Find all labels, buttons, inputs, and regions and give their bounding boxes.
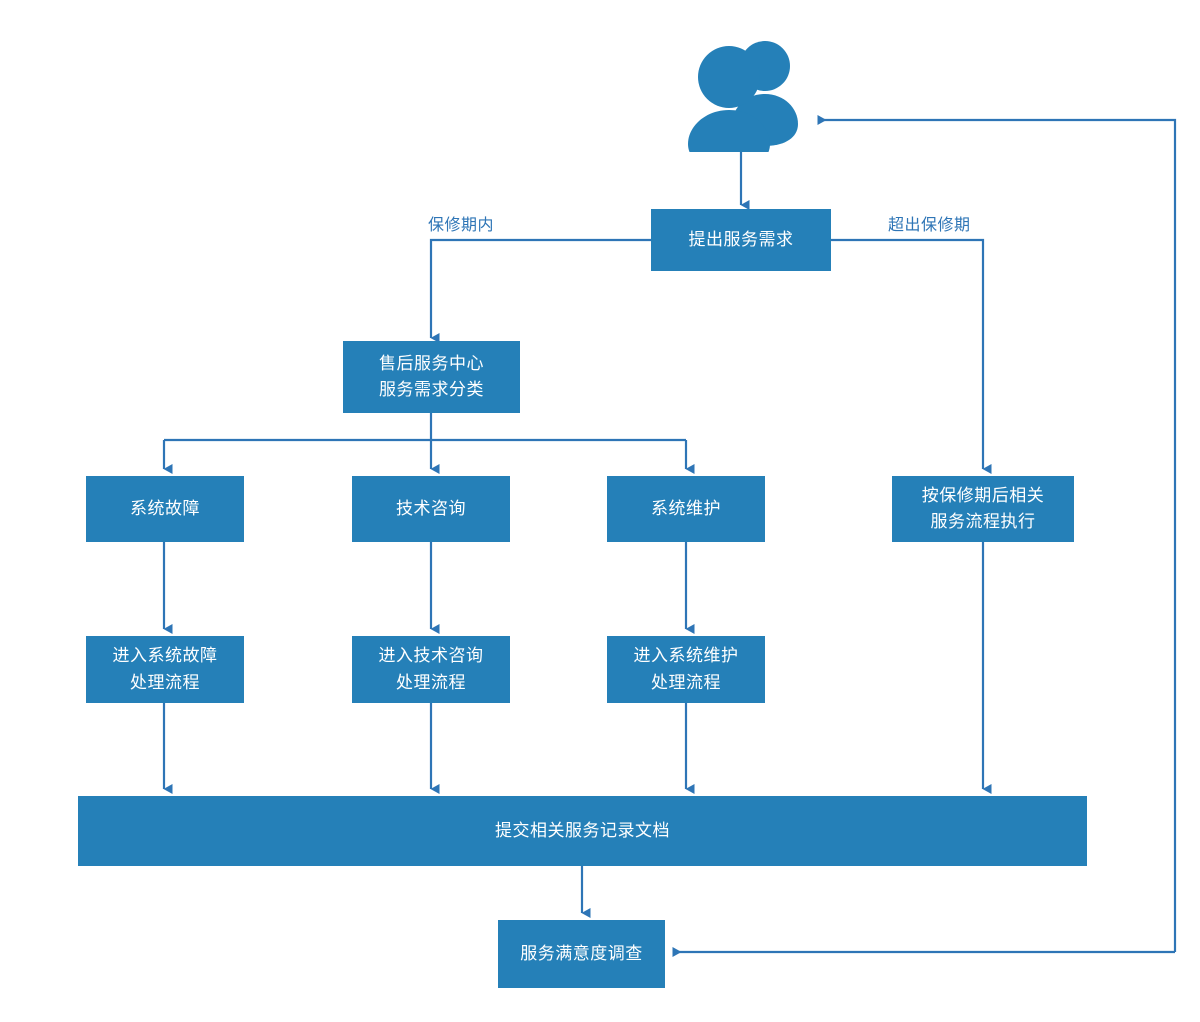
node-request[interactable]: 提出服务需求 [651,209,831,271]
node-maintain-flow[interactable]: 进入系统维护 处理流程 [607,636,765,703]
node-post-warranty[interactable]: 按保修期后相关 服务流程执行 [892,476,1074,542]
node-consult-flow[interactable]: 进入技术咨询 处理流程 [352,636,510,703]
customer-actor [686,34,802,170]
edge-request-to-postwarranty [831,238,992,474]
edge-label-out-warranty: 超出保修期 [888,217,971,234]
node-maintain[interactable]: 系统维护 [607,476,765,542]
node-submit-doc[interactable]: 提交相关服务记录文档 [78,796,1087,866]
edge-request-to-classify [429,238,651,343]
node-consult[interactable]: 技术咨询 [352,476,510,542]
node-classify[interactable]: 售后服务中心 服务需求分类 [343,341,520,413]
node-satisfaction[interactable]: 服务满意度调查 [498,920,665,988]
people-icon [688,41,798,170]
node-fault[interactable]: 系统故障 [86,476,244,542]
edge-label-in-warranty: 保修期内 [428,217,495,234]
node-fault-flow[interactable]: 进入系统故障 处理流程 [86,636,244,703]
